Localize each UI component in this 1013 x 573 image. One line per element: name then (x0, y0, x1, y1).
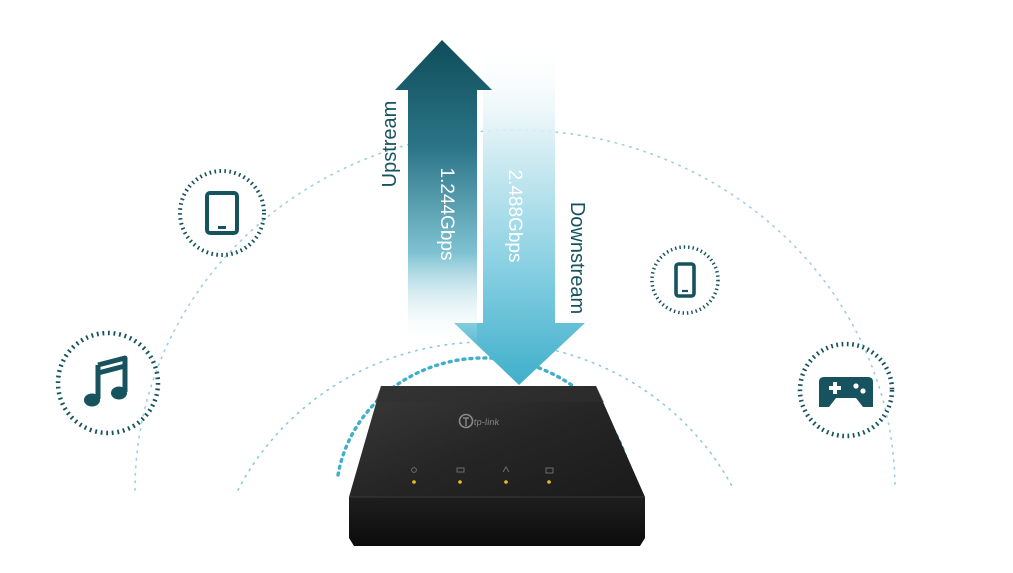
music-note-icon (55, 330, 161, 436)
upstream-label: Upstream (379, 100, 401, 188)
downstream-speed-label: 2.488Gbps (504, 169, 525, 263)
router-top (349, 386, 645, 497)
power-led (411, 467, 417, 484)
wave-arc-middle (237, 341, 735, 491)
status-leds (411, 466, 554, 484)
wave-arc-outer (134, 129, 896, 491)
pon-led (456, 467, 465, 484)
lan-led (545, 467, 554, 484)
gpon-router (349, 386, 645, 546)
downstream-arrow (454, 40, 585, 385)
gamepad-icon (797, 341, 895, 439)
brand-label: tp-link (473, 417, 500, 427)
downstream-label: Downstream (566, 201, 588, 315)
upstream-arrow (395, 40, 492, 345)
tablet-icon (178, 169, 266, 257)
los-led (502, 466, 510, 484)
router-front (349, 497, 645, 546)
tp-link-logo (458, 413, 474, 429)
smartphone-icon (650, 245, 720, 315)
upstream-speed-label: 1.244Gbps (436, 167, 457, 261)
